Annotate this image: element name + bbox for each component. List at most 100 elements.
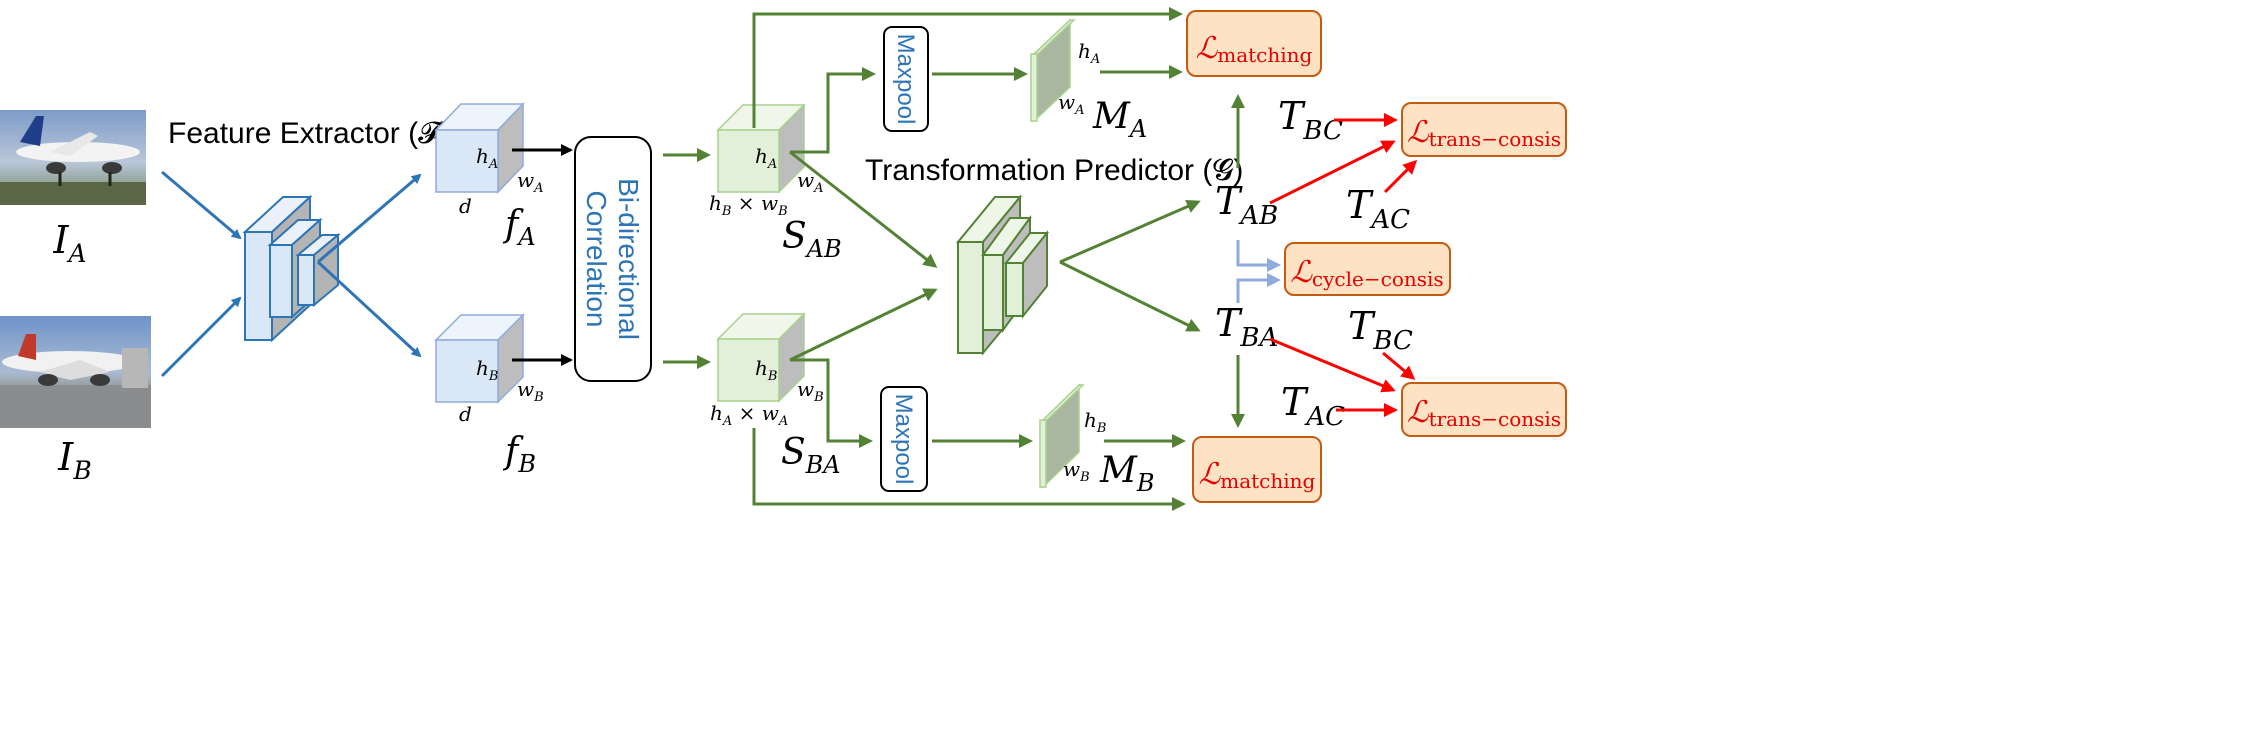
arrow-tac-to-trans-top [1383, 159, 1418, 194]
svg-text:wB: wB [797, 377, 824, 405]
matching-map-mb [1039, 383, 1085, 489]
svg-text:fA: fA [502, 204, 536, 251]
fb-name-label: fB [502, 431, 536, 478]
arrow-tbc-to-trans-bottom [1382, 351, 1416, 380]
tba-label: TBA [1215, 301, 1278, 353]
label-image-a: IA [52, 218, 86, 268]
arrow-tab-to-trans-top [1269, 140, 1396, 205]
sba-dims-label: hA × wA [710, 401, 788, 429]
svg-text:Correlation: Correlation [581, 191, 612, 328]
mb-h-label: hB [1084, 408, 1106, 436]
score-cube-sab [716, 103, 806, 194]
svg-text:IB: IB [57, 435, 91, 485]
image-a-photo [0, 110, 146, 205]
arrow-sba-to-matching-bottom [752, 428, 1186, 511]
svg-text:hA: hA [476, 144, 498, 172]
sab-name-label: SAB [782, 216, 842, 263]
svg-text:TBA: TBA [1215, 301, 1278, 353]
svg-text:hB: hB [476, 356, 498, 384]
svg-text:wB: wB [1063, 457, 1090, 485]
correlation-box [574, 136, 652, 382]
maxpool-bottom-box [880, 386, 928, 492]
svg-text:ℒcycle−consis: ℒcycle−consis [1290, 255, 1443, 291]
svg-text:wA: wA [797, 168, 824, 196]
feature-cube-fb [434, 313, 525, 404]
ma-w-label: wA [1058, 90, 1085, 118]
svg-text:hA × wA: hA × wA [710, 401, 788, 429]
label-image-b: IB [57, 435, 91, 485]
predictor-label: Transformation Predictor (𝓖) [865, 154, 1243, 187]
tac-bottom-label: TAC [1281, 380, 1345, 432]
correlation-label: Bi-directional Correlation [581, 178, 644, 340]
fb-w-label: wB [517, 377, 544, 405]
arrow-extractor-to-fb [316, 260, 422, 358]
loss-matching-top: ℒmatching [1186, 10, 1322, 77]
fa-w-label: wA [517, 168, 544, 196]
fb-d-label: d [459, 402, 472, 426]
loss-matching-bottom: ℒmatching [1192, 436, 1322, 503]
arrow-sba-to-predictor [789, 288, 938, 362]
svg-text:MA: MA [1092, 96, 1147, 143]
svg-text:IA: IA [52, 218, 86, 268]
svg-text:TBC: TBC [1348, 304, 1413, 356]
tbc-bottom-label: TBC [1348, 304, 1413, 356]
arrow-tba-to-cycle [1236, 273, 1281, 303]
svg-text:TAC: TAC [1281, 380, 1345, 432]
svg-text:ℒtrans−consis: ℒtrans−consis [1407, 395, 1561, 431]
sba-name-label: SBA [781, 432, 841, 479]
sab-dims-label: hB × wB [709, 191, 788, 219]
svg-text:ℒmatching: ℒmatching [1196, 31, 1313, 67]
svg-text:wB: wB [517, 377, 544, 405]
loss-trans-consis-top: ℒtrans−consis [1401, 102, 1567, 157]
arrow-ib-to-extractor [160, 296, 242, 378]
maxpool-top-label: Maxpool [892, 34, 919, 125]
svg-text:ℒtrans−consis: ℒtrans−consis [1407, 115, 1561, 151]
svg-text:hB: hB [1084, 408, 1106, 436]
tbc-top-label: TBC [1278, 94, 1343, 146]
arrow-predictor-to-tab [1059, 199, 1201, 264]
svg-text:ℒmatching: ℒmatching [1199, 457, 1316, 493]
feature-extractor-label: Feature Extractor (𝓕) [168, 117, 450, 150]
arrow-tab-to-cycle [1236, 240, 1281, 272]
predictor-network [955, 194, 1050, 356]
svg-text:hA: hA [1078, 39, 1100, 67]
arrow-sab-to-matching-top [752, 7, 1183, 128]
matching-map-ma [1030, 18, 1076, 123]
feature-cube-fa [434, 102, 525, 194]
ma-h-label: hA [1078, 39, 1100, 67]
arrow-sba-to-maxpool [790, 358, 873, 448]
svg-text:TAB: TAB [1215, 179, 1278, 231]
arrow-predictor-to-tba [1059, 260, 1201, 332]
arrow-extractor-to-fa [317, 173, 422, 264]
loss-trans-consis-bottom: ℒtrans−consis [1401, 382, 1567, 437]
score-cube-sba [716, 312, 806, 403]
sba-h-label: hB [755, 356, 777, 384]
svg-text:hB: hB [755, 356, 777, 384]
svg-text:TAC: TAC [1346, 183, 1410, 235]
svg-text:hA: hA [755, 144, 777, 172]
sab-w-label: wA [797, 168, 824, 196]
svg-text:hB × wB: hB × wB [709, 191, 788, 219]
arrow-sab-to-predictor [789, 150, 938, 268]
tab-label: TAB [1215, 179, 1278, 231]
sba-w-label: wB [797, 377, 824, 405]
svg-text:wA: wA [517, 168, 544, 196]
svg-text:wA: wA [1058, 90, 1085, 118]
svg-text:Bi-directional: Bi-directional [613, 178, 644, 340]
maxpool-top-box [883, 26, 929, 132]
loss-cycle-consis: ℒcycle−consis [1284, 242, 1451, 296]
ma-name-label: MA [1092, 96, 1147, 143]
arrow-ia-to-extractor [161, 170, 242, 240]
sab-h-label: hA [755, 144, 777, 172]
svg-text:fB: fB [502, 431, 536, 478]
svg-text:MB: MB [1099, 450, 1155, 497]
fa-name-label: fA [502, 204, 536, 251]
svg-text:SBA: SBA [781, 432, 841, 479]
maxpool-bottom-label: Maxpool [890, 394, 917, 485]
tac-top-label: TAC [1346, 183, 1410, 235]
svg-text:SAB: SAB [782, 216, 842, 263]
fa-h-label: hA [476, 144, 498, 172]
fb-h-label: hB [476, 356, 498, 384]
fa-d-label: d [459, 194, 472, 218]
